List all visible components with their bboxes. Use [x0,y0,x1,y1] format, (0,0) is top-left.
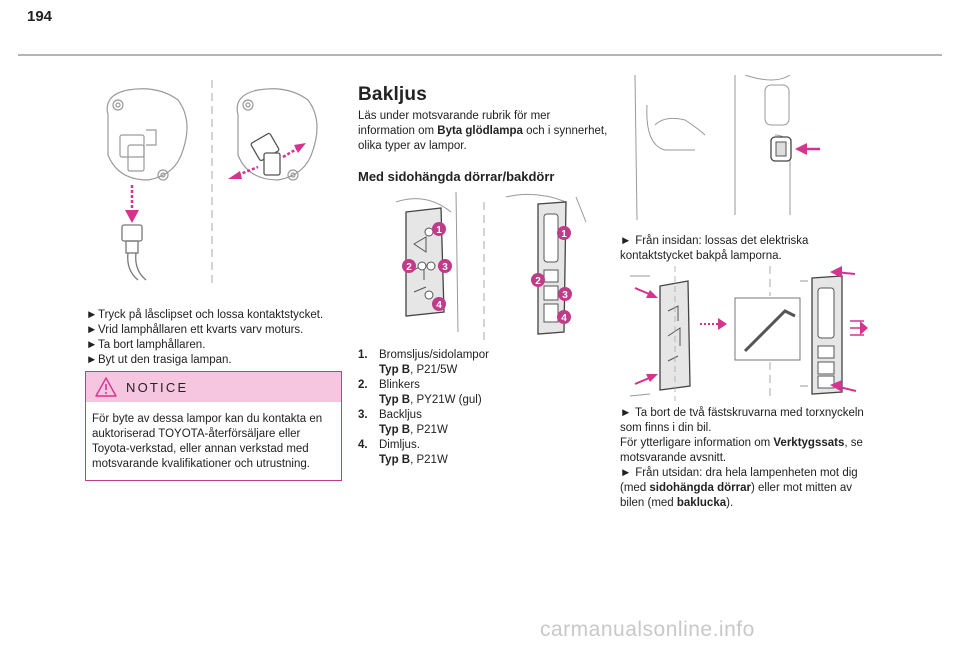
warning-icon [95,377,117,397]
connector-illustration [634,75,820,220]
list-item: 3.Backljus Typ B, P21W [358,409,448,436]
removal-steps: ►Tryck på låsclipset och lossa kontaktst… [86,308,323,368]
step-item: ►Vrid lamphållaren ett kvarts varv motur… [86,324,304,336]
notice-text: För byte av dessa lampor kan du kontakta… [92,413,323,470]
svg-text:2: 2 [535,276,541,287]
step-item: ►Ta bort lamphållaren. [86,339,206,351]
lamp-list: 1.Bromsljus/sidolampor Typ B, P21/5W 2.B… [358,348,489,468]
svg-text:3: 3 [562,290,568,301]
bullet-marker: ► [620,235,632,247]
screw-removal-illustration [630,266,868,401]
callout-3-right: 3 [558,287,572,301]
svg-text:4: 4 [561,313,567,324]
callout-4-left: 4 [432,297,446,311]
callout-1-right: 1 [557,226,571,240]
bullet-marker: ► [86,309,98,321]
intro-paragraph: Läs under motsvarande rubrik för mer inf… [358,110,608,152]
svg-text:3: 3 [442,262,448,273]
header-rule [18,54,942,56]
notice-box: NOTICE För byte av dessa lampor kan du k… [85,371,342,481]
list-item: 4.Dimljus. Typ B, P21W [358,439,448,466]
watermark: carmanualsonline.info [540,618,755,641]
callout-4-right: 4 [557,310,571,324]
bullet-marker: ► [86,324,98,336]
bullet-marker: ► [620,407,632,419]
callout-1-left: 1 [432,222,446,236]
fog-lamp-illustration [106,80,318,285]
page-number: 194 [27,8,53,25]
callout-2-left: 2 [402,259,416,273]
list-item: 1.Bromsljus/sidolampor Typ B, P21/5W [358,349,489,376]
section-title: Bakljus [358,84,427,105]
bullet-marker: ► [86,354,98,366]
step-inside: ► Från insidan: lossas det elektriska ko… [620,235,809,262]
step-item: ►Byt ut den trasiga lampan. [86,354,232,366]
svg-text:1: 1 [561,229,567,240]
bullet-marker: ► [620,467,632,479]
callout-3-left: 3 [438,259,452,273]
step-screws: ► Ta bort de två fästskruvarna med torxn… [620,407,864,509]
rear-lamp-illustration: 1 2 3 4 1 2 3 4 [396,192,587,342]
list-item: 2.Blinkers Typ B, PY21W (gul) [358,379,482,406]
svg-text:4: 4 [436,300,442,311]
svg-text:2: 2 [406,262,412,273]
notice-label: NOTICE [126,380,189,395]
notice-header: NOTICE [86,372,341,402]
svg-text:1: 1 [436,225,442,236]
bullet-marker: ► [86,339,98,351]
subsection-title: Med sidohängda dörrar/bakdörr [358,169,555,184]
step-item: ►Tryck på låsclipset och lossa kontaktst… [86,309,324,321]
callout-2-right: 2 [531,273,545,287]
